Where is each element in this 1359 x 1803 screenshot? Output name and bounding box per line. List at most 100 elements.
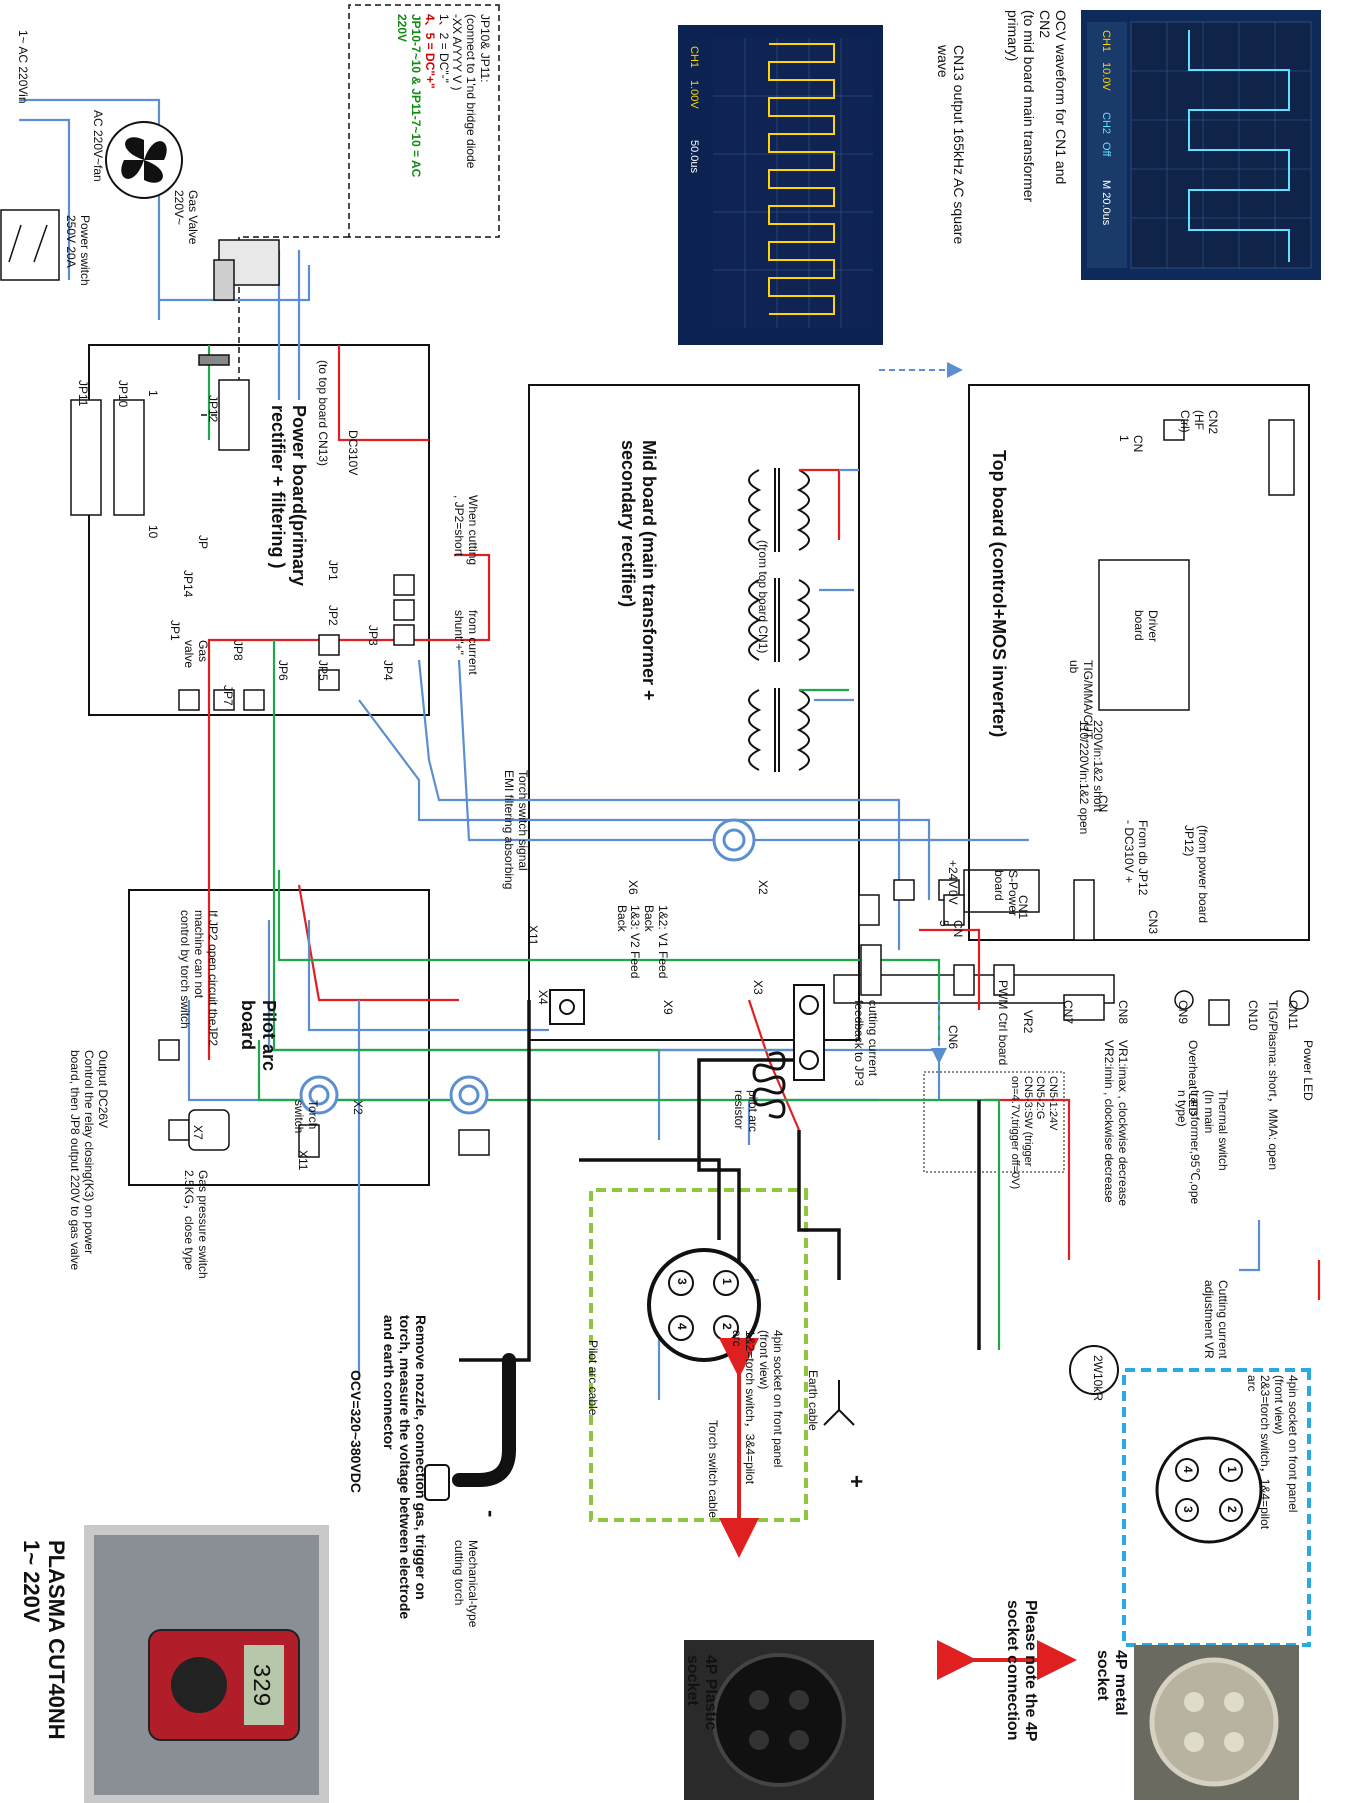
cutting-feedback-label: cutting current feedback to JP3 xyxy=(852,1000,880,1087)
blue-pin-3: 3 xyxy=(1181,1506,1195,1513)
osc1-readout-1: CH1 xyxy=(688,46,700,68)
osc1-caption: CN13 output 165kHz AC square wave xyxy=(934,45,967,245)
vr2-label: VR2 xyxy=(1021,1010,1035,1034)
fan-label: AC 220V~fan xyxy=(91,110,105,182)
photo-metal-socket xyxy=(1134,1645,1299,1800)
top-board-box xyxy=(968,384,1310,941)
from-db-label: From db JP12 - DC310V + xyxy=(1122,820,1150,896)
s-power-board-box xyxy=(963,869,1040,913)
vr-value-label: 2W10kR xyxy=(1091,1355,1105,1402)
osc-screenshot-cn13: CH1 1.00V 50.0us xyxy=(678,25,883,345)
pin1-label: 1 xyxy=(146,390,160,397)
jp8-label: JP8 xyxy=(231,640,245,661)
dc310v-label: DC310V xyxy=(346,430,360,476)
cn6-label: CN6 xyxy=(946,1025,960,1050)
osc2-readout-4: Off xyxy=(1100,142,1112,157)
x4-label: X4 xyxy=(536,990,550,1005)
photo-plastic-socket xyxy=(684,1640,874,1800)
x9-label: X9 xyxy=(661,1000,675,1015)
jp-note-line2: 4、5 = DC"+" xyxy=(422,14,437,89)
socket-blue xyxy=(1155,1436,1263,1544)
cn3-label: CN3 xyxy=(1146,910,1160,935)
green-pin-1: 1 xyxy=(720,1278,734,1285)
cn11-label: CN11 xyxy=(1286,1000,1300,1030)
connectors xyxy=(70,354,1295,1158)
output-note-label: Output DC26V Control the relay closing(K… xyxy=(68,1050,110,1271)
gas-valve-board-label: Gas valve xyxy=(182,640,210,669)
power-led-label: Power LED xyxy=(1301,1040,1315,1101)
jp4-label: JP4 xyxy=(381,660,395,681)
shunt-terminal xyxy=(799,1050,819,1070)
green-pin-4: 4 xyxy=(675,1323,689,1330)
jp1-label: JP1 xyxy=(326,560,340,581)
jp6-label: JP6 xyxy=(276,660,290,681)
osc2-readout-2: 10.0V xyxy=(1100,62,1112,91)
jp14-label: JP14 xyxy=(181,570,195,598)
blue-pin-2: 2 xyxy=(1225,1506,1239,1513)
cn9-label: CN9 xyxy=(1176,1000,1190,1025)
jp10-label: JP10 xyxy=(116,380,130,408)
gas-valve-label: Gas Valve 220V~ xyxy=(172,190,200,245)
vertical-blue-dashed xyxy=(879,362,963,1064)
cn10-label: CN10 xyxy=(1246,1000,1260,1031)
jp12-label: JP12 xyxy=(206,395,220,423)
jp-label: JP xyxy=(196,535,210,550)
gas-pressure-label: Gas pressure switch 2.5KG，close type xyxy=(182,1170,210,1279)
wires-black xyxy=(459,1000,981,1362)
vr-knob-label: Cutting current adjustment VR xyxy=(1202,1280,1230,1359)
from-cn1-label: (from top board CN1) xyxy=(756,540,770,654)
cn5-label: CN 5 xyxy=(937,920,965,938)
cn5-notes-box xyxy=(923,1071,1065,1173)
cn2-label: CN2 (HF Ctrl) xyxy=(1178,410,1220,435)
x2-pilot-label: X2 xyxy=(351,1100,365,1115)
x4-terminal xyxy=(559,999,575,1015)
x6-notes: 1&2: V1 Feed Back 1&3: V2 Feed Back xyxy=(614,905,670,979)
from-shunt-label: from current shunt"+" xyxy=(452,610,480,675)
x4-terminal-box xyxy=(549,989,585,1025)
pilot-resistor xyxy=(752,1051,786,1119)
pilot-arc-cable-label: Pilot arc cable xyxy=(586,1340,600,1416)
mid-board-box xyxy=(528,384,860,1041)
ocv-value-label: OCV=320~380VDC xyxy=(348,1370,364,1493)
osc1-readout-3: 50.0us xyxy=(688,140,700,174)
ac-input-label: 1~ AC 220Vin xyxy=(16,30,30,104)
ocv-waveform xyxy=(1188,30,1290,262)
cn1-s-label: CN1 xyxy=(1016,895,1030,920)
socket-blue-box xyxy=(1122,1368,1311,1647)
plus-terminal-label: + xyxy=(844,1475,869,1488)
vr-notes-label: VR1:imax , clockwise decrease VR2:imin ,… xyxy=(1102,1040,1130,1207)
zero-v-label: 0V xyxy=(946,890,960,905)
photo-multimeter: 329 xyxy=(84,1525,329,1803)
when-cutting-label: When cutting , JP2=short xyxy=(452,495,480,566)
plastic-socket-label: 4P Plastic socket xyxy=(683,1655,719,1731)
overheat-led xyxy=(1174,990,1194,1010)
torch-icon xyxy=(424,1353,516,1501)
power-board-title: Power board(primary rectifier + filterin… xyxy=(268,405,309,587)
voltage-select-label: 220Vin:1&2 short 110/220Vin:1&2 open xyxy=(1077,720,1105,835)
osc2-caption: OCV waveform for CN1 and CN2 (to mid boa… xyxy=(1004,10,1069,203)
osc2-readout-3: CH2 xyxy=(1100,112,1112,134)
pilot-resistor-label: pilot arc resistor xyxy=(732,1090,760,1133)
mid-board-title: Mid board (main transformer + secondary … xyxy=(618,440,659,701)
x3-terminal xyxy=(799,995,819,1015)
jp2-note-label: If JP2 open circuit theJP2 machine can n… xyxy=(178,910,220,1047)
earth-cable-label: Earth cable xyxy=(806,1370,820,1431)
jp1a-label: JP1 xyxy=(168,620,182,641)
power-switch-icon xyxy=(0,209,60,281)
jp5-label: JP5 xyxy=(316,660,330,681)
socket-green-box xyxy=(589,1188,808,1522)
to-top-board-label: (to top board CN13) xyxy=(316,360,330,467)
jp-note-line3: JP10-7~10 & JP11-7~10 = AC 220V xyxy=(395,14,424,178)
torch-label: Mechanical-type cutting torch xyxy=(452,1540,480,1628)
x2-mid-label: X2 xyxy=(756,880,770,895)
meter-reading-text: 329 xyxy=(246,1663,273,1706)
note-4p-label: Please note the 4P socket connection xyxy=(1003,1600,1039,1742)
driver-board-label: Driver board xyxy=(1132,610,1160,642)
jp-note-leader xyxy=(199,236,349,416)
cutting-current-vr xyxy=(1069,1345,1119,1395)
x6-label: X6 xyxy=(626,880,640,895)
socket-green-title: 4pin socket on front panel (front view) … xyxy=(729,1330,785,1485)
jp2-label: JP2 xyxy=(326,605,340,626)
top-board-title: Top board (control+MOS inverter) xyxy=(989,450,1009,738)
